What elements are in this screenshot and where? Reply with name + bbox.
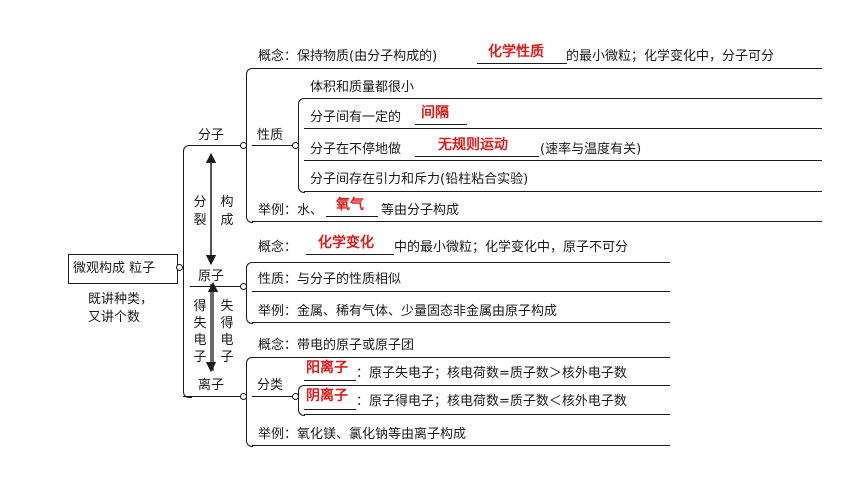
ion-class-bracket — [298, 385, 305, 416]
molecule-concept-prefix: 概念：保持物质(由分子构成的) — [258, 49, 438, 64]
molecule-prop-3-blank — [415, 156, 539, 157]
molecule-prop-2-line — [304, 128, 822, 129]
ion-bracket — [246, 357, 253, 447]
ion-class-underline — [252, 396, 294, 397]
atom-example: 举例：金属、稀有气体、少量固态非金属由原子构成 — [258, 304, 558, 319]
root-note-line2: 又讲个数 — [88, 310, 141, 325]
gain-text-2: 失 — [193, 316, 207, 331]
molecule-example-suffix: 等由分子构成 — [381, 203, 460, 218]
split-text-2: 裂 — [193, 213, 207, 228]
molecule-bracket — [246, 68, 253, 223]
atom-label: 原子 — [198, 269, 225, 284]
cation-answer: 阳离子 — [306, 360, 348, 376]
molecule-underline — [190, 145, 242, 146]
ion-class-label: 分类 — [257, 378, 284, 393]
atom-concept-answer: 化学变化 — [318, 235, 374, 251]
compose-text-1: 构 — [220, 195, 234, 210]
atom-example-line — [252, 322, 670, 323]
molecule-prop-1: 体积和质量都很小 — [310, 80, 415, 95]
anion-line — [304, 414, 670, 415]
molecule-prop-3-line — [304, 160, 822, 161]
anion-text: ：原子得电子；核电荷数=质子数＜核外电子数 — [356, 394, 627, 409]
molecule-label: 分子 — [198, 128, 225, 143]
molecule-concept-answer: 化学性质 — [488, 44, 544, 60]
gain-text-1: 得 — [193, 299, 207, 314]
atom-props-line — [252, 291, 670, 292]
molecule-prop-3-prefix: 分子在不停地做 — [310, 142, 402, 157]
molecule-example-answer: 氧气 — [336, 197, 364, 213]
molecule-props-underline — [252, 145, 294, 146]
molecule-prop-2-answer: 间隔 — [421, 105, 449, 121]
anion-blank — [304, 409, 356, 410]
cation-blank — [304, 380, 356, 381]
main-bracket — [183, 145, 192, 398]
lose-text-1: 失 — [220, 299, 234, 314]
ion-concept: 概念：带电的原子或原子团 — [258, 338, 415, 353]
atom-props: 性质：与分子的性质相似 — [258, 272, 402, 287]
root-connector-dot — [176, 264, 183, 271]
molecule-props-label: 性质 — [257, 128, 284, 143]
molecule-concept-line — [252, 68, 822, 69]
molecule-example-prefix: 举例：水、 — [258, 203, 324, 218]
ion-underline — [183, 396, 242, 397]
atom-concept-line — [252, 262, 670, 263]
split-text-1: 分 — [193, 195, 207, 210]
atom-concept-prefix: 概念： — [258, 240, 298, 255]
anion-answer: 阴离子 — [306, 388, 348, 404]
molecule-prop-4: 分子间存在引力和斥力(铅柱粘合实验) — [310, 172, 529, 187]
gain-text-4: 子 — [193, 350, 207, 365]
lose-text-2: 得 — [220, 316, 234, 331]
atom-concept-suffix: 中的最小微粒；化学变化中，原子不可分 — [394, 240, 629, 255]
molecule-props-bracket — [298, 98, 305, 193]
ion-label: 离子 — [198, 378, 225, 393]
lose-text-4: 子 — [220, 350, 234, 365]
cation-line — [304, 385, 670, 386]
atom-underline — [190, 286, 242, 287]
compose-text-2: 成 — [220, 213, 234, 228]
molecule-example-blank — [326, 216, 378, 217]
molecule-prop-4-line — [304, 191, 822, 192]
molecule-prop-3-suffix: (速率与温度有关) — [540, 142, 642, 157]
molecule-prop-2-prefix: 分子间有一定的 — [310, 110, 402, 125]
molecule-concept-suffix: 的最小微粒；化学变化中，分子可分 — [566, 49, 775, 64]
molecule-concept-blank — [477, 63, 567, 64]
molecule-prop-1-line — [304, 98, 822, 99]
cation-text: ：原子失电子；核电荷数=质子数＞核外电子数 — [356, 366, 627, 381]
ion-example: 举例：氧化镁、氯化钠等由离子构成 — [258, 427, 467, 442]
atom-concept-blank — [306, 254, 394, 255]
molecule-prop-2-blank — [415, 124, 467, 125]
molecule-prop-3-answer: 无规则运动 — [438, 137, 508, 153]
lose-text-3: 电 — [220, 333, 234, 348]
root-label: 微观构成 粒子 — [73, 261, 156, 276]
ion-concept-line — [252, 357, 670, 358]
atom-bracket — [246, 262, 253, 324]
root-note-line1: 既讲种类， — [88, 292, 154, 307]
ion-example-line — [252, 445, 670, 446]
gain-text-3: 电 — [193, 333, 207, 348]
molecule-example-line — [252, 221, 822, 222]
